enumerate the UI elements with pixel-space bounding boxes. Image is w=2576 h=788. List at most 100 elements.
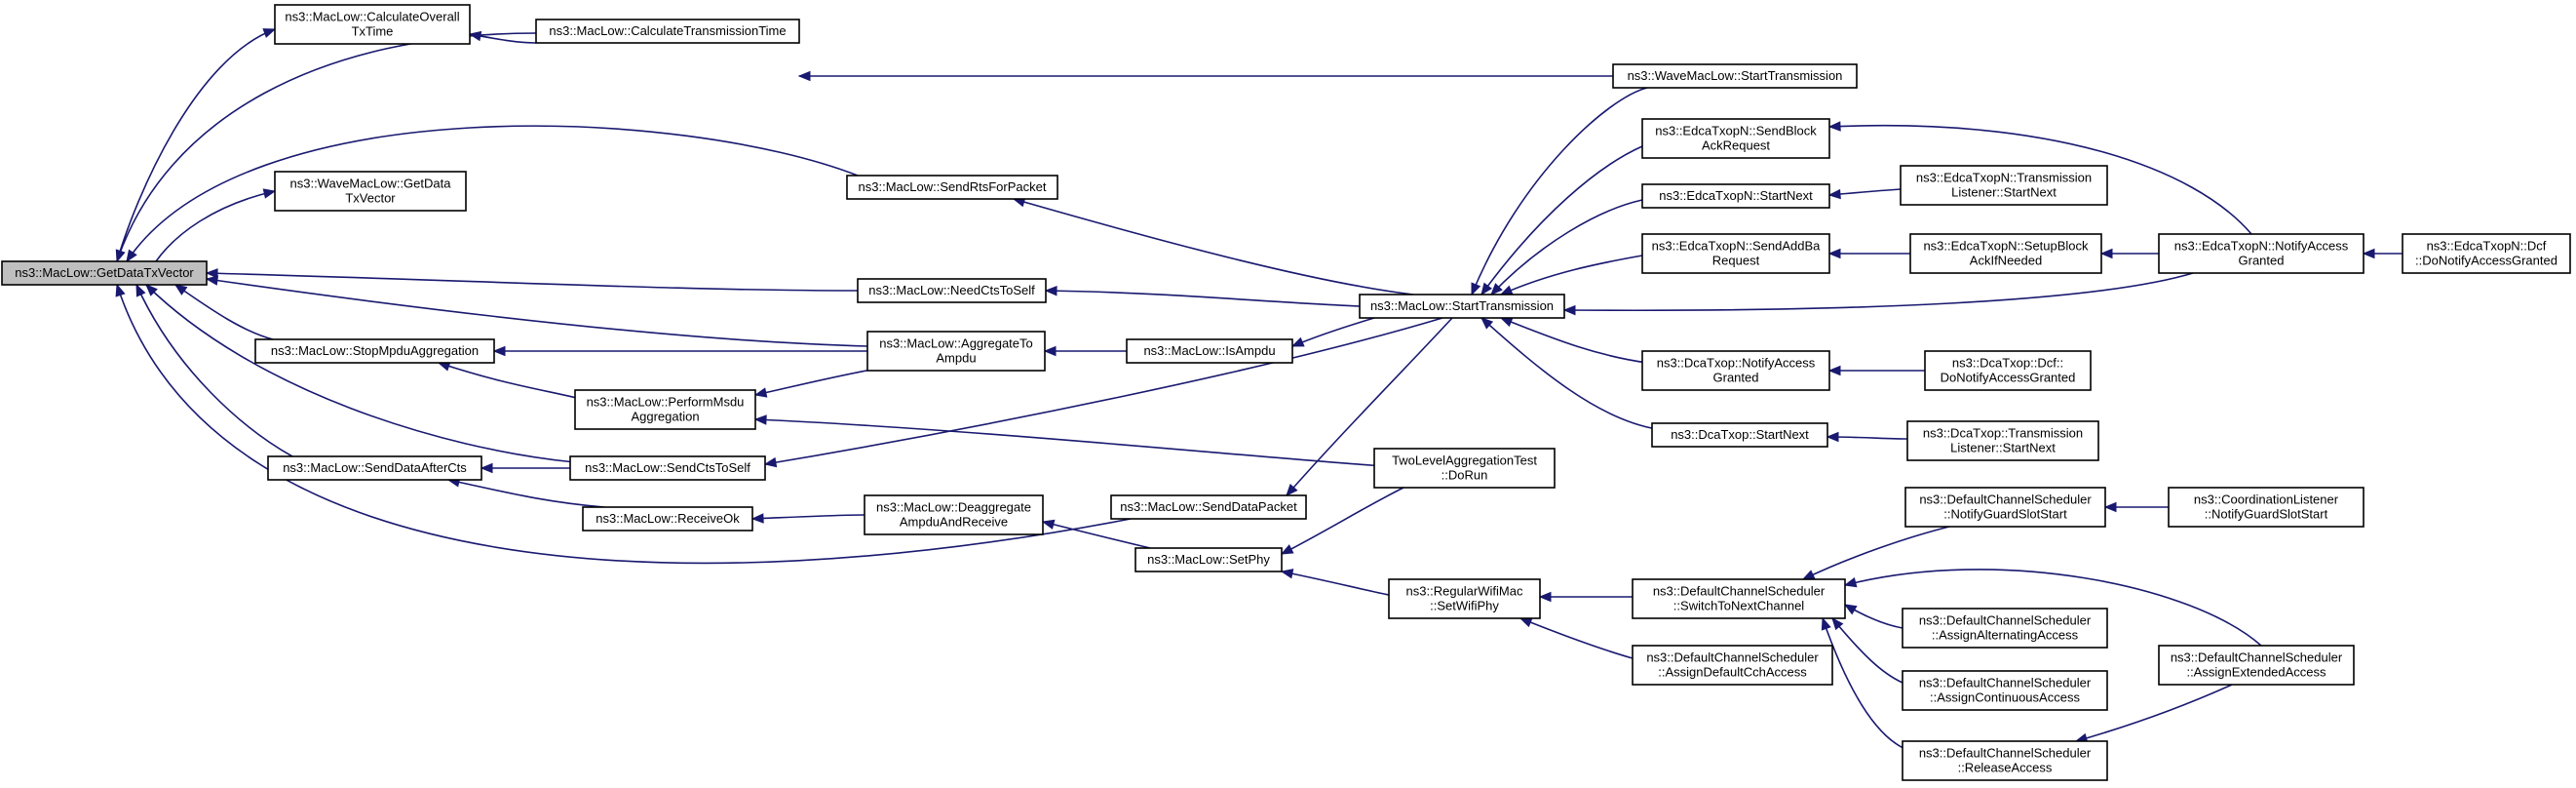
edge-line (1286, 317, 1453, 496)
node-dcaTransListener[interactable]: ns3::DcaTxop::TransmissionListener::Star… (1906, 420, 2099, 461)
node-label: ns3::EdcaTxopN::SetupBlock (1923, 239, 2089, 254)
node-coordNotifyGuard[interactable]: ns3::CoordinationListener::NotifyGuardSl… (2168, 487, 2365, 528)
node-dcsNotifyGuard[interactable]: ns3::DefaultChannelScheduler::NotifyGuar… (1904, 487, 2106, 528)
arrow-head (1827, 121, 1841, 132)
edge-startTrans-to-dcaStartNext (1480, 317, 1658, 430)
node-dcaNotify[interactable]: ns3::DcaTxop::NotifyAccessGranted (1641, 350, 1830, 391)
node-box (1388, 578, 1541, 619)
edge-line (126, 125, 859, 262)
node-label: ns3::CoordinationListener (2194, 492, 2339, 507)
edge-startTrans-to-edcaNotify (1562, 272, 2194, 316)
node-box (1134, 547, 1283, 572)
node-box (1924, 350, 2092, 391)
node-label: AckRequest (1702, 138, 1770, 153)
node-stopMpdu[interactable]: ns3::MacLow::StopMpduAggregation (254, 338, 495, 364)
node-sendRts[interactable]: ns3::MacLow::SendRtsForPacket (846, 175, 1058, 200)
node-label: ::DoNotifyAccessGranted (2415, 254, 2557, 268)
node-dcaDcfNotify[interactable]: ns3::DcaTxop::Dcf::DoNotifyAccessGranted (1924, 350, 2092, 391)
edge-dcsSwitch-to-dcsAssignAlt (1843, 604, 1903, 629)
arrow-head (1827, 365, 1841, 376)
node-waveGetData[interactable]: ns3::WaveMacLow::GetDataTxVector (274, 171, 467, 212)
arrow-head (1290, 336, 1305, 347)
node-label: ns3::DefaultChannelScheduler (1919, 676, 2092, 690)
node-label: TwoLevelAggregationTest (1392, 453, 1537, 468)
node-twoLevel[interactable]: TwoLevelAggregationTest::DoRun (1373, 448, 1556, 489)
node-box (254, 338, 495, 364)
node-sendCtsToSelf[interactable]: ns3::MacLow::SendCtsToSelf (569, 455, 766, 481)
edge-stopMpdu-to-performMsdu (437, 361, 586, 401)
arrow-head (1831, 616, 1844, 631)
node-dcsAssignExt[interactable]: ns3::DefaultChannelScheduler::AssignExte… (2158, 645, 2355, 686)
arrow-head (753, 387, 768, 398)
node-label: ns3::WaveMacLow::GetData (290, 177, 452, 191)
node-setPhy[interactable]: ns3::MacLow::SetPhy (1134, 547, 1283, 572)
node-startTrans[interactable]: ns3::MacLow::StartTransmission (1359, 294, 1565, 319)
node-needCts[interactable]: ns3::MacLow::NeedCtsToSelf (857, 278, 1047, 303)
arrow-head (126, 249, 137, 263)
node-regSetWifiPhy[interactable]: ns3::RegularWifiMac::SetWifiPhy (1388, 578, 1541, 619)
node-label: TxVector (345, 191, 396, 206)
node-dcsRelease[interactable]: ns3::DefaultChannelScheduler::ReleaseAcc… (1902, 740, 2108, 781)
node-box (1641, 183, 1830, 209)
node-box (2402, 233, 2571, 274)
node-dcaStartNext[interactable]: ns3::DcaTxop::StartNext (1651, 422, 1828, 448)
edge-root-to-calcOverall (116, 28, 277, 262)
arrow-head (262, 188, 277, 199)
node-dcsAssignCont[interactable]: ns3::DefaultChannelScheduler::AssignCont… (1902, 670, 2108, 711)
node-receiveOk[interactable]: ns3::MacLow::ReceiveOk (582, 506, 753, 532)
arrow-head (145, 284, 158, 296)
node-box (1632, 578, 1846, 619)
node-edcaStartNext[interactable]: ns3::EdcaTxopN::StartNext (1641, 183, 1830, 209)
node-label: ns3::MacLow::SendCtsToSelf (585, 460, 750, 475)
node-label: ns3::MacLow::IsAmpdu (1143, 343, 1275, 358)
edge-edcaSendBlock-to-edcaNotify (1827, 121, 2252, 235)
node-box (864, 494, 1044, 535)
node-edcaTransListener[interactable]: ns3::EdcaTxopN::TransmissionListener::St… (1900, 165, 2108, 206)
edge-line (135, 284, 293, 457)
node-edcaNotify[interactable]: ns3::EdcaTxopN::NotifyAccessGranted (2158, 233, 2365, 274)
node-sendDataPacket[interactable]: ns3::MacLow::SendDataPacket (1110, 494, 1307, 520)
node-dcsAssignAlt[interactable]: ns3::DefaultChannelScheduler::AssignAlte… (1902, 608, 2108, 649)
node-isAmpdu[interactable]: ns3::MacLow::IsAmpdu (1126, 338, 1293, 364)
edge-line (1471, 87, 1648, 296)
node-box (1641, 233, 1830, 274)
edge-line (764, 317, 1443, 465)
arrow-head (173, 284, 188, 296)
edge-regSetWifiPhy-to-dcsAssignDefault (1519, 617, 1634, 659)
node-root[interactable]: ns3::MacLow::GetDataTxVector (1, 260, 208, 286)
arrow-head (262, 28, 277, 38)
node-label: ns3::WaveMacLow::StartTransmission (1628, 68, 1843, 83)
node-dcsAssignDefault[interactable]: ns3::DefaultChannelScheduler::AssignDefa… (1632, 645, 1833, 686)
node-dcsSwitch[interactable]: ns3::DefaultChannelScheduler::SwitchToNe… (1632, 578, 1846, 619)
node-label: ns3::MacLow::Deaggregate (876, 500, 1031, 515)
node-waveStartTrans[interactable]: ns3::WaveMacLow::StartTransmission (1612, 63, 1858, 89)
edge-edcaNotify-to-edcaDcfNotify (2362, 248, 2403, 259)
edge-dcaNotify-to-dcaDcfNotify (1827, 365, 1925, 376)
node-label: ::DoRun (1442, 468, 1488, 483)
node-edcaDcfNotify[interactable]: ns3::EdcaTxopN::Dcf::DoNotifyAccessGrant… (2402, 233, 2571, 274)
arrow-head (1821, 616, 1831, 631)
edge-dcsSwitch-to-dcsAssignCont (1831, 616, 1903, 684)
node-label: ns3::MacLow::SendRtsForPacket (859, 179, 1047, 194)
node-label: ::AssignAlternatingAccess (1932, 628, 2079, 643)
edge-sendDataAfterCts-to-sendCtsToSelf (480, 462, 570, 474)
node-calcTrans[interactable]: ns3::MacLow::CalculateTransmissionTime (535, 19, 800, 44)
edge-line (1490, 199, 1643, 296)
node-box (2158, 645, 2355, 686)
edge-root-to-sendRts (126, 125, 859, 263)
node-box (846, 175, 1058, 200)
edge-line (754, 368, 878, 396)
edge-edcaSendAddBa-to-edcaSetupBlock (1827, 248, 1910, 259)
arrow-head (1499, 285, 1514, 296)
node-sendDataAfterCts[interactable]: ns3::MacLow::SendDataAfterCts (267, 455, 482, 481)
node-box (1902, 670, 2108, 711)
graph-edges (115, 28, 2403, 752)
